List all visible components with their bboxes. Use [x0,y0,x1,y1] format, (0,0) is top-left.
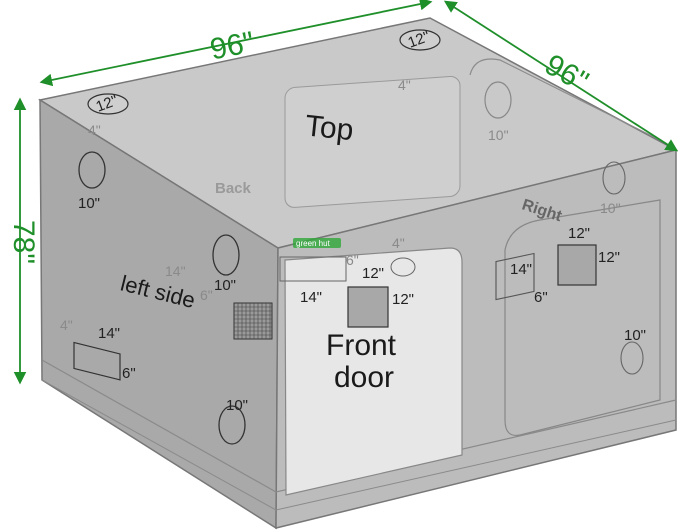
left-vent-10: 10" [212,234,240,294]
depth-arrow [443,0,679,152]
back-vent-10-right: 10" [484,81,512,143]
top-port-right: 12" [399,28,441,52]
width-arrow [39,0,433,87]
back-left-vent-4-label: 4" [88,122,101,138]
right-vent-12x12: 12" 12" [557,225,620,286]
left-vent-10-bottom: 10" [218,397,248,445]
right-vent-14x6: 14" 6" [495,252,548,306]
height-label: 78" [7,220,40,264]
front-vent-14x6: 6" 14" [279,252,359,306]
back-face-label: Back [215,180,252,197]
left-vent-6-label: 6" [122,365,136,382]
right-vent-14-label: 14" [510,261,532,278]
right-panel-outline [504,199,661,437]
right-vent-10-lower: 10" [620,327,646,375]
front-vent-14-label: 14" [300,289,322,306]
left-faint-4-label: 4" [60,317,73,333]
left-mesh-window [233,302,273,340]
top-port-left-size: 12" [94,92,121,116]
front-vent-4: 4" [390,235,416,277]
left-vent-10-label: 10" [214,277,236,294]
front-door-opening [284,247,463,496]
front-vent-4-label: 4" [392,235,405,251]
dimension-arrows [13,0,679,385]
left-faint-14-label: 14" [165,263,186,279]
left-vent-14x6: 14" 6" [73,325,136,382]
back-vent-10-left: 10" [78,151,106,212]
front-door-label-line2: door [334,361,394,394]
top-port-left: 12" [87,92,129,116]
top-face-label: Top [303,109,355,147]
width-label: 96" [207,26,257,67]
right-vent-10-lower-label: 10" [624,327,646,344]
right-vent-10-upper: 10" [600,161,626,216]
front-door-label-line1: Front [326,329,397,362]
right-vent-6-label: 6" [534,289,548,306]
brand-logo-text: green hut [296,239,331,248]
left-vent-14x6-faint: 14" 6" [165,263,213,303]
floor-line [41,359,677,493]
base-line [41,379,677,511]
right-vent-10-upper-label: 10" [600,200,621,216]
top-vent-4-label: 4" [398,77,411,93]
front-vent-12-top-label: 12" [362,265,384,282]
brand-logo: green hut [293,238,341,248]
back-vent-10-right-label: 10" [488,127,509,143]
front-vent-12-side-label: 12" [392,291,414,308]
left-faint-6-label: 6" [200,287,213,303]
right-vent-12-top-label: 12" [568,225,590,242]
left-vent-14-label: 14" [98,325,120,342]
back-vent-10-left-label: 10" [78,195,100,212]
right-vent-12-side-label: 12" [598,249,620,266]
front-vent-6-label: 6" [346,252,359,268]
front-vent-12x12: 12" 12" [347,265,414,328]
left-vent-10-bottom-label: 10" [226,397,248,414]
top-port-right-size: 12" [406,28,433,52]
